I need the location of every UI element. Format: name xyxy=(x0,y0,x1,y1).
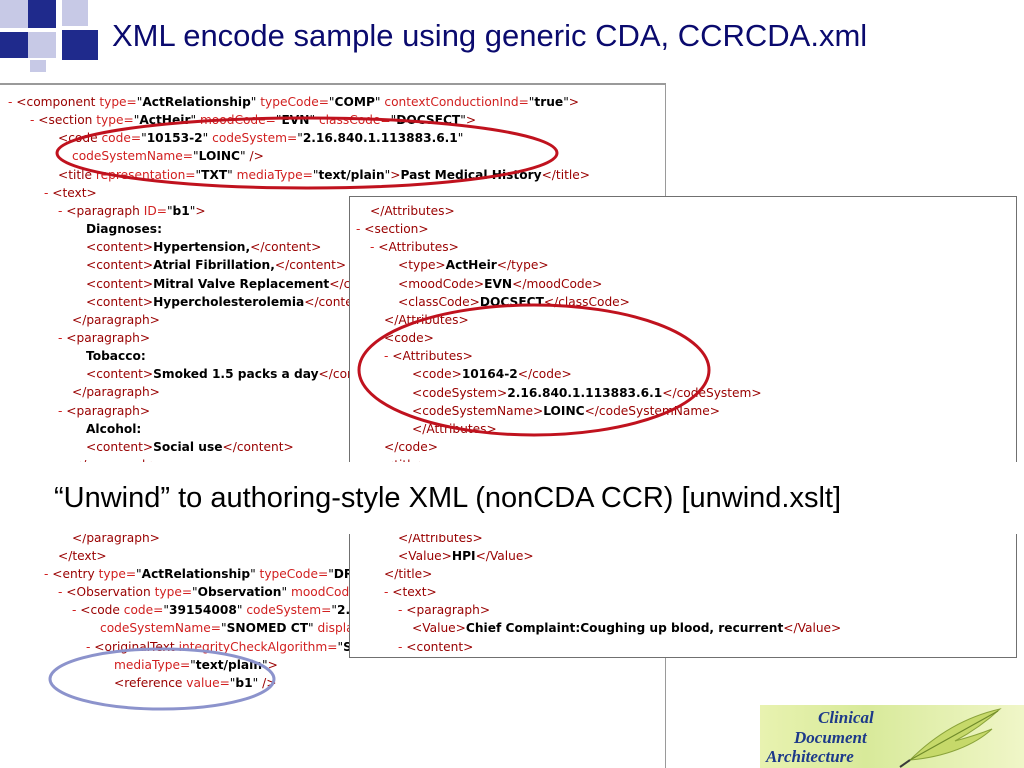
subtitle-band xyxy=(0,462,1024,534)
xml-line: <Value>Chief Complaint:Coughing up blood… xyxy=(412,621,842,636)
xml-line: <content>Social use</content> xyxy=(86,439,294,454)
corner-square-decoration xyxy=(62,0,88,26)
xml-line: - <section> xyxy=(356,222,429,237)
corner-square-decoration xyxy=(28,0,56,28)
logo-line-1: Clinical xyxy=(818,708,874,727)
xml-line: <code>10164-2</code> xyxy=(412,367,572,382)
corner-square-decoration xyxy=(28,32,56,58)
xml-line: <content>Atrial Fibrillation,</content> xyxy=(86,258,347,273)
xml-line: </Attributes> xyxy=(384,312,469,327)
xml-line: - <component type="ActRelationship" type… xyxy=(8,95,580,109)
cda-logo: Clinical Document Architecture xyxy=(760,705,1024,768)
xml-line: - <section type="ActHeir" moodCode="EVN"… xyxy=(30,113,477,128)
logo-line-3: Architecture xyxy=(766,747,854,766)
xml-line: <code code="10153-2" codeSystem="2.16.84… xyxy=(58,131,464,146)
xml-line: <reference value="b1" /> xyxy=(114,675,277,690)
xml-line: <classCode>DOCSECT</classCode> xyxy=(398,294,630,309)
xml-line: - <text> xyxy=(44,185,97,200)
xml-line: - <entry type="ActRelationship" typeCode… xyxy=(44,566,383,581)
xml-line: <Value>HPI</Value> xyxy=(398,548,534,563)
xml-line: <content>Hypercholesterolemia</content> xyxy=(86,294,376,309)
xml-line: Diagnoses: xyxy=(86,222,162,237)
corner-square-decoration xyxy=(0,0,28,28)
unwound-xml-panel: </Attributes> - <section> - <Attributes> <t… xyxy=(349,196,1017,658)
xml-line: <content>Smoked 1.5 packs a day</content… xyxy=(86,367,390,382)
xml-line: <code> xyxy=(384,331,434,346)
xml-line: <content>Hypertension,</content> xyxy=(86,240,322,255)
xml-line: - <paragraph> xyxy=(398,603,491,618)
xml-line: - <paragraph> xyxy=(58,403,151,418)
xml-line: - <Attributes> xyxy=(370,240,459,255)
xml-line: - <Attributes> xyxy=(384,349,473,364)
xml-line: - <content> xyxy=(398,639,474,654)
xml-line: </Attributes> xyxy=(370,204,455,218)
slide-subtitle: “Unwind” to authoring-style XML (nonCDA … xyxy=(54,482,842,514)
xml-line: <content>Mitral Valve Replacement</conte… xyxy=(86,276,400,291)
xml-line: </code> xyxy=(384,439,438,454)
xml-line: </title> xyxy=(384,567,433,581)
quill-pen-icon xyxy=(899,708,1002,768)
xml-line: - <paragraph ID="b1"> xyxy=(58,203,206,218)
corner-square-decoration xyxy=(0,32,28,58)
xml-line: </paragraph> xyxy=(72,385,160,400)
xml-line: - <text> xyxy=(384,585,437,600)
xml-line: </paragraph> xyxy=(72,530,160,545)
xml-line: <title representation="TXT" mediaType="t… xyxy=(58,167,590,182)
xml-line: </text> xyxy=(58,548,107,563)
xml-line: <codeSystem>2.16.840.1.113883.6.1</codeS… xyxy=(412,385,762,400)
unwound-xml-listing: </Attributes> - <section> - <Attributes> <t… xyxy=(350,197,1016,657)
corner-square-decoration xyxy=(30,60,46,72)
xml-line: Tobacco: xyxy=(86,349,146,364)
xml-line: <moodCode>EVN</moodCode> xyxy=(398,276,603,291)
xml-line: <type>ActHeir</type> xyxy=(398,258,549,273)
xml-line: codeSystemName="LOINC" /> xyxy=(72,149,264,164)
xml-line: </paragraph> xyxy=(72,312,160,327)
xml-line: </Attributes> xyxy=(412,421,497,436)
logo-line-2: Document xyxy=(794,728,867,747)
xml-line: <codeSystemName>LOINC</codeSystemName> xyxy=(412,403,720,418)
xml-line: mediaType="text/plain"> xyxy=(114,657,278,672)
slide-title: XML encode sample using generic CDA, CCR… xyxy=(112,18,868,53)
corner-square-decoration xyxy=(62,30,98,60)
xml-line: Alcohol: xyxy=(86,421,142,436)
xml-line: - <paragraph> xyxy=(58,330,151,345)
xml-line: </Attributes> xyxy=(398,530,483,545)
